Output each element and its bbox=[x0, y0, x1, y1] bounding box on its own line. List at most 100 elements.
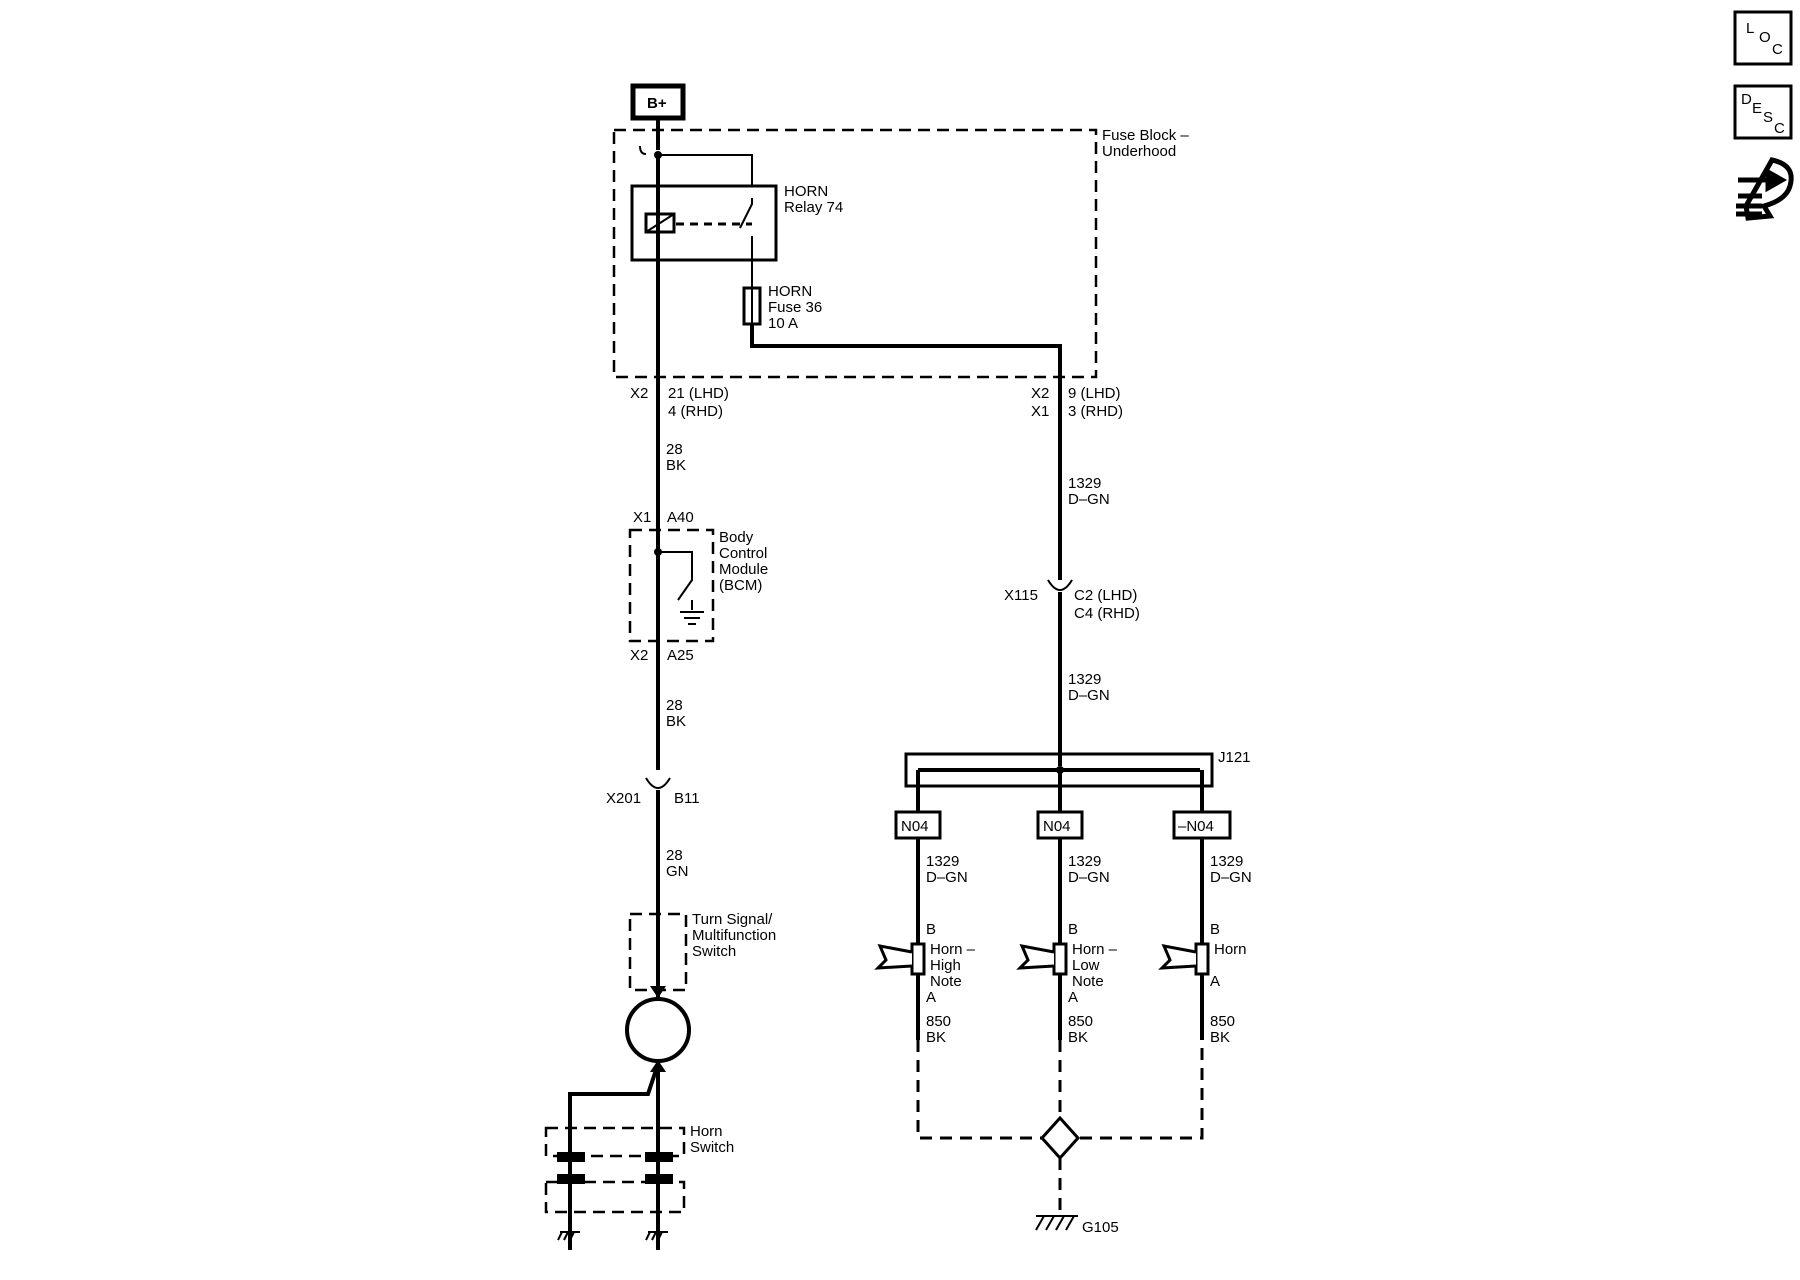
svg-text:1329: 1329 bbox=[1210, 853, 1243, 870]
left-wire-2-label: 28 BK bbox=[666, 697, 686, 730]
svg-text:Fuse Block –: Fuse Block – bbox=[1102, 127, 1189, 144]
svg-text:B: B bbox=[926, 921, 936, 938]
bcm-top-pin: X1 A40 bbox=[633, 509, 694, 526]
svg-text:D–GN: D–GN bbox=[926, 869, 968, 886]
svg-text:Horn –: Horn – bbox=[1072, 941, 1118, 958]
option-code-box-3: –N04 bbox=[1172, 810, 1232, 840]
clockspring-icon bbox=[625, 997, 691, 1063]
svg-text:1329: 1329 bbox=[1068, 475, 1101, 492]
bcm-bottom-pin: X2 A25 bbox=[630, 647, 694, 664]
svg-text:1329: 1329 bbox=[926, 853, 959, 870]
svg-text:A40: A40 bbox=[667, 509, 694, 526]
svg-text:4 (RHD): 4 (RHD) bbox=[668, 403, 723, 420]
left-wire-1-label: 28 BK bbox=[666, 441, 686, 474]
svg-text:(BCM): (BCM) bbox=[719, 577, 762, 594]
right-wire-1-label: 1329 D–GN bbox=[1068, 475, 1110, 508]
right-wire-2-label: 1329 D–GN bbox=[1068, 671, 1110, 704]
svg-text:D: D bbox=[1741, 91, 1752, 108]
horn-icon bbox=[1016, 944, 1055, 970]
svg-text:B: B bbox=[1068, 921, 1078, 938]
bcm-label: Body Control Module (BCM) bbox=[719, 529, 768, 594]
svg-text:B11: B11 bbox=[674, 790, 700, 807]
svg-text:N04: N04 bbox=[1043, 818, 1071, 835]
battery-positive-terminal: B+ bbox=[630, 83, 686, 121]
svg-text:Low: Low bbox=[1072, 957, 1100, 974]
svg-text:Control: Control bbox=[719, 545, 767, 562]
svg-text:BK: BK bbox=[1210, 1029, 1230, 1046]
svg-text:850: 850 bbox=[1210, 1013, 1235, 1030]
connector-tools-icon[interactable] bbox=[1736, 157, 1794, 221]
svg-text:1329: 1329 bbox=[1068, 853, 1101, 870]
svg-text:S: S bbox=[1763, 109, 1773, 126]
turn-signal-switch-label: Turn Signal/ Multifunction Switch bbox=[692, 911, 776, 960]
svg-text:HORN: HORN bbox=[768, 283, 812, 300]
horn-switch-contacts bbox=[557, 1152, 673, 1184]
fuse-block-label: Fuse Block – Underhood bbox=[1102, 127, 1189, 160]
horn-switch-lower-box bbox=[544, 1180, 686, 1214]
svg-text:3 (RHD): 3 (RHD) bbox=[1068, 403, 1123, 420]
svg-text:HORN: HORN bbox=[784, 183, 828, 200]
relay-switch-contact bbox=[739, 198, 753, 262]
horn-high-note: 1329 D–GN B Horn – High Note A 850 BK bbox=[874, 853, 976, 1046]
option-code-box-2: N04 bbox=[1036, 810, 1084, 840]
svg-text:10 A: 10 A bbox=[768, 315, 798, 332]
svg-text:1329: 1329 bbox=[1068, 671, 1101, 688]
svg-text:Horn –: Horn – bbox=[930, 941, 976, 958]
body-control-module bbox=[628, 528, 715, 643]
svg-text:BK: BK bbox=[666, 457, 686, 474]
svg-text:Multifunction: Multifunction bbox=[692, 927, 776, 944]
svg-text:X201: X201 bbox=[606, 790, 641, 807]
fuse-block-underhood-outline bbox=[612, 128, 1098, 379]
svg-text:X1: X1 bbox=[1031, 403, 1049, 420]
svg-text:GN: GN bbox=[666, 863, 689, 880]
svg-text:850: 850 bbox=[1068, 1013, 1093, 1030]
bcm-internal-switch bbox=[658, 551, 693, 601]
svg-text:D–GN: D–GN bbox=[1210, 869, 1252, 886]
fuse-block-right-pin: X2 X1 9 (LHD) 3 (RHD) bbox=[1031, 385, 1123, 420]
svg-text:C: C bbox=[1772, 41, 1783, 58]
x201-connector-label: X201 B11 bbox=[606, 790, 700, 807]
left-wire-3-label: 28 GN bbox=[666, 847, 689, 880]
svg-text:Note: Note bbox=[1072, 973, 1104, 990]
svg-text:High: High bbox=[930, 957, 961, 974]
svg-text:X1: X1 bbox=[633, 509, 651, 526]
horn-low-note: 1329 D–GN B Horn – Low Note A 850 BK bbox=[1016, 853, 1118, 1046]
svg-text:Relay 74: Relay 74 bbox=[784, 199, 843, 216]
svg-text:C2 (LHD): C2 (LHD) bbox=[1074, 587, 1137, 604]
horn-single: 1329 D–GN B Horn A 850 BK bbox=[1158, 853, 1252, 1046]
svg-text:28: 28 bbox=[666, 441, 683, 458]
horn-switch-ground-icons bbox=[557, 1231, 668, 1241]
horn-switch-label: Horn Switch bbox=[690, 1123, 734, 1156]
ground-splice-diamond-icon bbox=[1039, 1115, 1081, 1161]
clockspring-arrow-icon bbox=[650, 986, 666, 998]
svg-text:–N04: –N04 bbox=[1178, 818, 1214, 835]
horn-switch-upper-box bbox=[544, 1126, 686, 1158]
j121-label: J121 bbox=[1218, 749, 1251, 766]
svg-text:D–GN: D–GN bbox=[1068, 491, 1110, 508]
desc-button[interactable]: D E S C bbox=[1733, 84, 1793, 140]
svg-text:A: A bbox=[1210, 973, 1220, 990]
svg-text:Turn Signal/: Turn Signal/ bbox=[692, 911, 773, 928]
bcm-internal-ground-icon bbox=[680, 600, 704, 625]
svg-text:X2: X2 bbox=[630, 385, 648, 402]
svg-text:A: A bbox=[1068, 989, 1078, 1006]
ground-g105-label: G105 bbox=[1082, 1219, 1119, 1236]
svg-text:28: 28 bbox=[666, 847, 683, 864]
svg-text:Underhood: Underhood bbox=[1102, 143, 1176, 160]
svg-text:L: L bbox=[1746, 20, 1754, 37]
svg-text:X2: X2 bbox=[1031, 385, 1049, 402]
svg-text:BK: BK bbox=[1068, 1029, 1088, 1046]
svg-text:BK: BK bbox=[666, 713, 686, 730]
loc-button[interactable]: L O C bbox=[1733, 10, 1793, 66]
option-code-box-1: N04 bbox=[894, 810, 942, 840]
ground-g105-icon bbox=[1035, 1215, 1078, 1231]
x115-connector-icon bbox=[1047, 579, 1073, 591]
svg-text:Module: Module bbox=[719, 561, 768, 578]
svg-text:A: A bbox=[926, 989, 936, 1006]
fuse-block-left-pin: X2 21 (LHD) 4 (RHD) bbox=[630, 385, 729, 420]
svg-text:B: B bbox=[1210, 921, 1220, 938]
horn-fuse-label: HORN Fuse 36 10 A bbox=[768, 283, 822, 332]
svg-text:850: 850 bbox=[926, 1013, 951, 1030]
svg-text:E: E bbox=[1752, 100, 1762, 117]
